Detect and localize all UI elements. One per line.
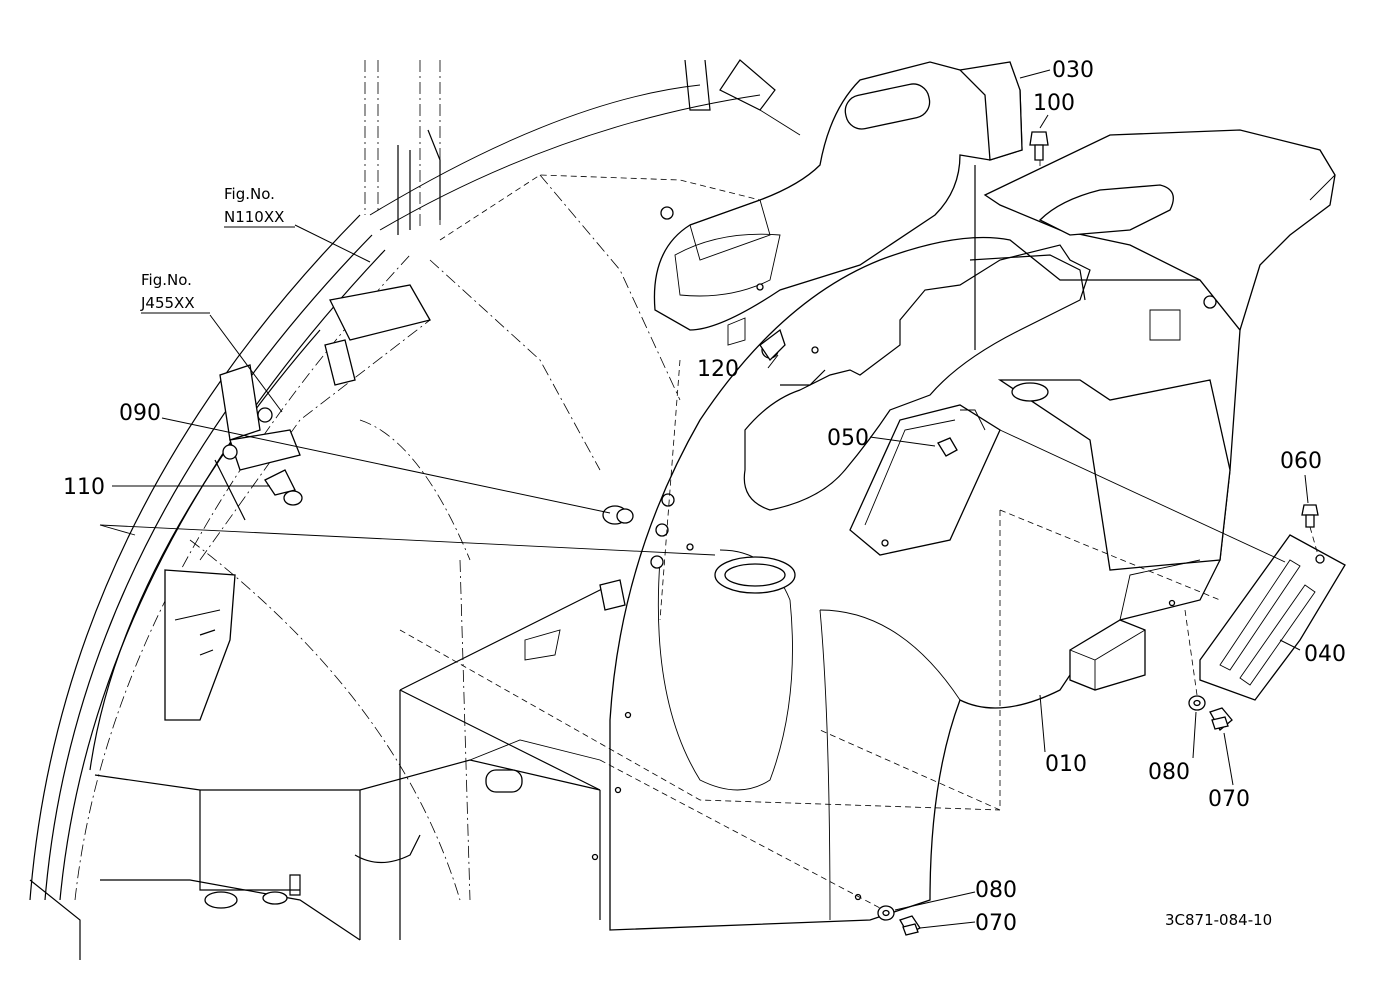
washer-080-bottom	[877, 905, 895, 921]
bolt-070-bottom	[899, 915, 921, 936]
rear-upper-panel	[983, 129, 1336, 332]
fig-ref-n110xx-line1: Fig.No.	[224, 185, 275, 203]
step-plate	[1199, 534, 1346, 701]
fig-ref-j455xx-line1: Fig.No.	[141, 271, 192, 289]
fasteners	[222, 131, 1319, 936]
drawing-number: 3C871-084-10	[1165, 911, 1272, 929]
fig-ref-n110xx-line2: N110XX	[224, 208, 284, 226]
callout-010: 010	[1045, 752, 1087, 777]
fig-ref-j455xx-line2: J455XX	[140, 294, 195, 312]
bolt-070-right	[1209, 707, 1233, 732]
fender-panel	[591, 236, 1241, 931]
callout-060: 060	[1280, 449, 1322, 474]
armrest-cover	[653, 61, 1023, 346]
clip-120	[759, 328, 786, 362]
clip-110	[222, 407, 303, 506]
trim-gasket	[743, 165, 1091, 511]
callout-labels: 030 100 120 090 110 050 060 040 010 080 …	[63, 58, 1346, 936]
callout-110: 110	[63, 475, 105, 500]
callout-030: 030	[1052, 58, 1094, 83]
callout-050: 050	[827, 426, 869, 451]
grommet-090	[602, 505, 634, 525]
callout-080-bottom: 080	[975, 878, 1017, 903]
figure-references: Fig.No. N110XX Fig.No. J455XX	[140, 185, 295, 314]
nut-050	[937, 437, 958, 457]
bolt-100	[1029, 131, 1049, 161]
callout-040: 040	[1304, 642, 1346, 667]
assembly-lines	[99, 160, 1319, 909]
callout-070-right: 070	[1208, 787, 1250, 812]
callout-100: 100	[1033, 91, 1075, 116]
callout-120: 120	[697, 357, 739, 382]
callout-090: 090	[119, 401, 161, 426]
bolt-060	[1301, 504, 1319, 528]
callout-080-right: 080	[1148, 760, 1190, 785]
washer-080-right	[1188, 695, 1206, 711]
callout-070-bottom: 070	[975, 911, 1017, 936]
leader-lines	[112, 69, 1309, 929]
